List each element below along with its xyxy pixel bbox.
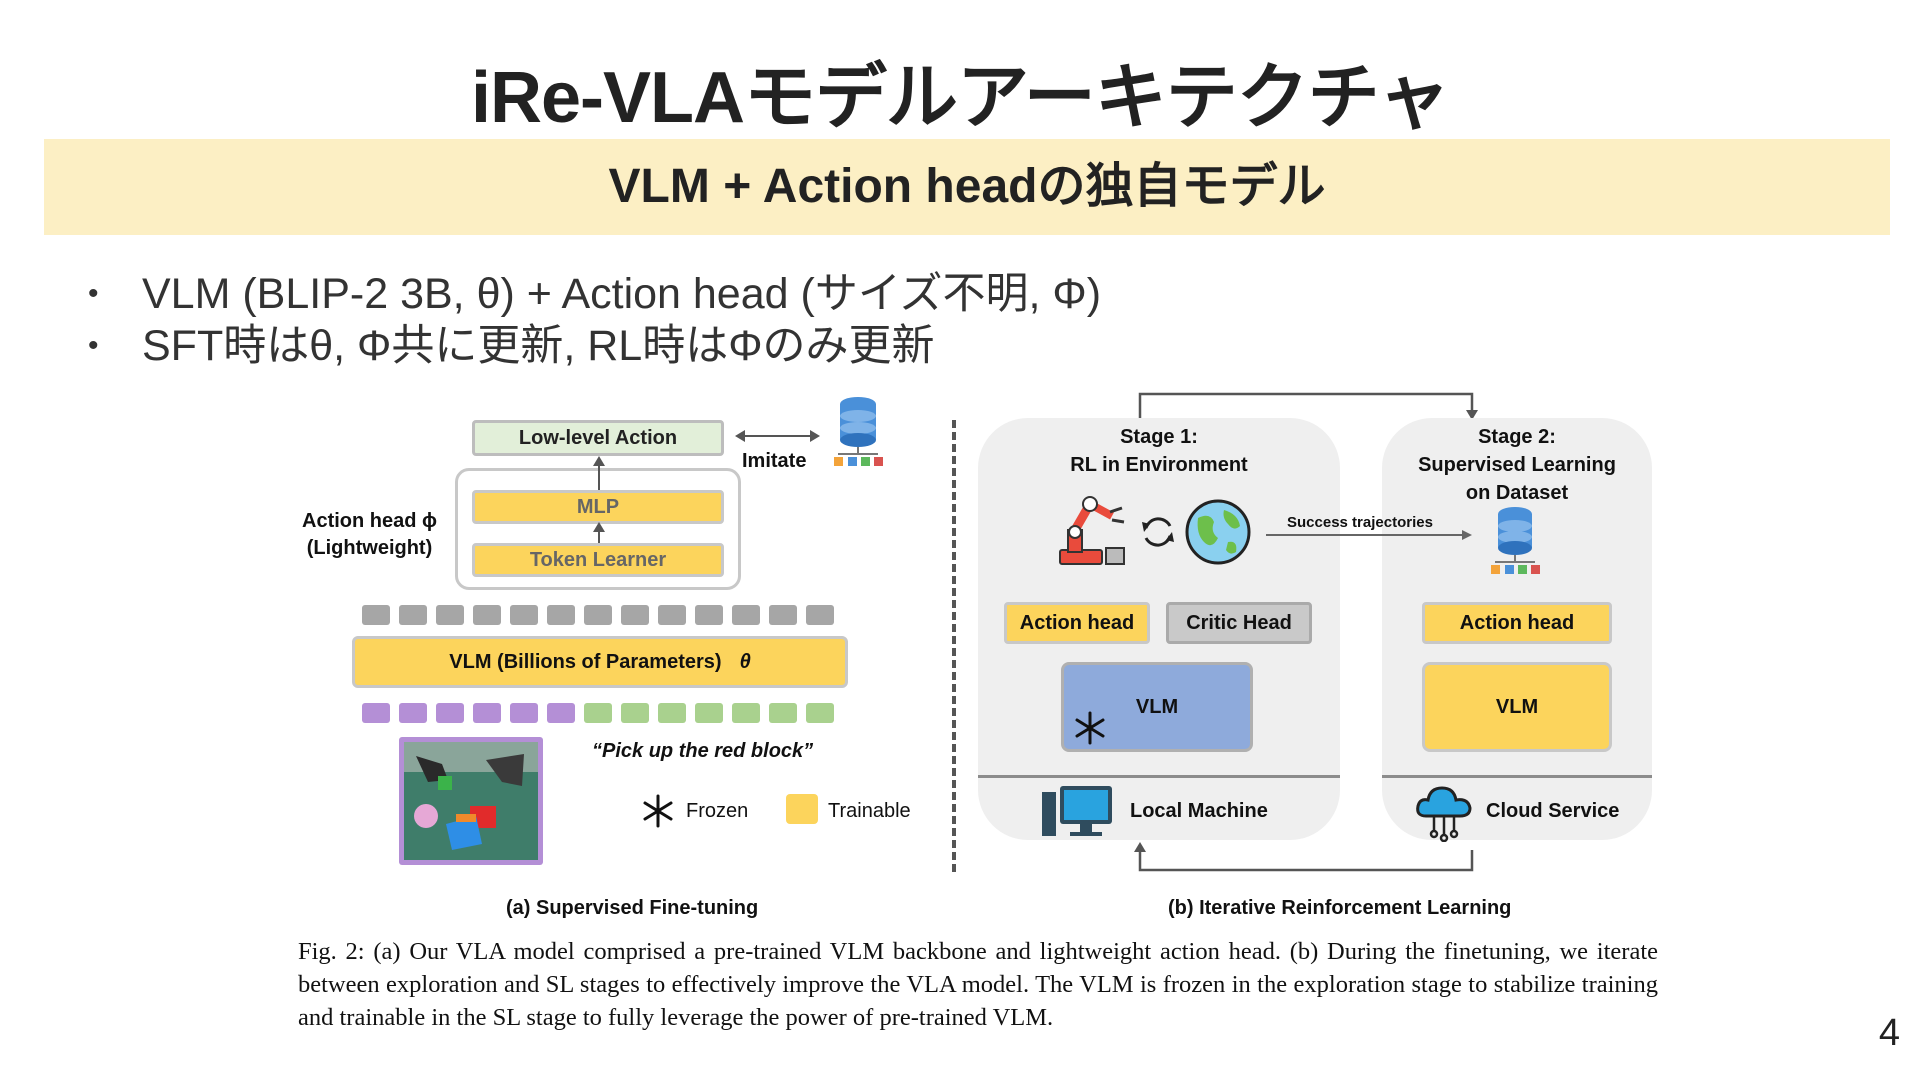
stage2-line3: on Dataset: [1465, 482, 1569, 504]
token: [399, 703, 427, 723]
token: [399, 605, 427, 625]
globe-icon: [1185, 499, 1251, 565]
token: [695, 605, 723, 625]
stage1-line1: Stage 1:: [1120, 426, 1198, 448]
stage1-line2: RL in Environment: [1070, 454, 1248, 476]
critic-head-label: Critic Head: [1186, 611, 1292, 634]
stage2-line2: Supervised Learning: [1418, 454, 1616, 476]
refresh-cycle-icon: [1142, 517, 1174, 547]
imitate-label: Imitate: [742, 450, 807, 472]
token: [658, 605, 686, 625]
computer-icon: [1042, 786, 1112, 836]
token-learner-label: Token Learner: [529, 548, 667, 571]
stage2-vlm-box: VLM: [1422, 662, 1612, 752]
bullet-list: • VLM (BLIP-2 3B, θ) + Action head (サイズ不明…: [88, 268, 1101, 372]
robot-arm-icon: [1059, 496, 1125, 565]
stage2-line1: Stage 2:: [1478, 426, 1556, 448]
token: [473, 605, 501, 625]
legend-trainable-label: Trainable: [828, 800, 911, 822]
token: [806, 703, 834, 723]
token: [769, 605, 797, 625]
action-head-name: Action head ϕ: [302, 510, 437, 532]
subcaption-b: (b) Iterative Reinforcement Learning: [1168, 897, 1512, 919]
slide-title: iRe-VLAモデルアーキテクチャ: [471, 58, 1450, 138]
stage1-action-head-label: Action head: [1019, 611, 1135, 634]
bullet-text: SFT時はθ, Φ共に更新, RL時はΦのみ更新: [142, 322, 935, 370]
cloud-icon: [1416, 786, 1472, 842]
mlp-label: MLP: [576, 495, 620, 518]
bullet-dot: •: [88, 329, 99, 362]
separator-line: [978, 775, 1340, 778]
stage1-vlm-box: VLM: [1061, 662, 1253, 752]
token: [732, 703, 760, 723]
token: [806, 605, 834, 625]
token: [362, 605, 390, 625]
token: [436, 605, 464, 625]
database-icon: [1491, 507, 1540, 574]
low-level-action-label: Low-level Action: [518, 426, 678, 449]
stage1-action-head-box: Action head: [1004, 602, 1150, 644]
imitate-arrow: [735, 430, 820, 442]
legend-frozen-label: Frozen: [686, 800, 749, 822]
vlm-theta: θ: [739, 650, 751, 673]
bullet-text: VLM (BLIP-2 3B, θ) + Action head (サイズ不明,…: [142, 270, 1102, 318]
token: [473, 703, 501, 723]
arrow-up: [593, 456, 605, 490]
token: [695, 703, 723, 723]
vlm-box: VLM (Billions of Parameters) θ: [352, 636, 848, 688]
token: [658, 703, 686, 723]
banner: VLM + Action headの独自モデル: [44, 139, 1890, 235]
robot-scene-image: [399, 737, 543, 865]
token: [621, 605, 649, 625]
low-level-action-box: Low-level Action: [472, 420, 724, 456]
figure-divider: [952, 420, 956, 872]
success-arrow: [1266, 530, 1472, 540]
figure-caption: Fig. 2: (a) Our VLA model comprised a pr…: [298, 938, 1658, 1031]
local-machine-label: Local Machine: [1130, 800, 1268, 822]
banner-text: VLM + Action headの独自モデル: [608, 160, 1326, 213]
bullet-dot: •: [88, 277, 99, 310]
mlp-box: MLP: [472, 490, 724, 524]
token: [732, 605, 760, 625]
token: [584, 605, 612, 625]
stage2-action-head-label: Action head: [1459, 611, 1575, 634]
token: [621, 703, 649, 723]
action-head-sub: (Lightweight): [306, 537, 433, 559]
snowflake-icon: [643, 794, 673, 828]
stage2-title: Stage 2: Supervised Learning on Dataset: [1382, 423, 1652, 507]
legend-trainable-swatch: [786, 794, 818, 824]
token: [584, 703, 612, 723]
success-trajectories-label: Success trajectories: [1287, 514, 1433, 531]
loop-arrows: [1134, 392, 1478, 872]
instruction-text: “Pick up the red block”: [592, 740, 814, 762]
token: [436, 703, 464, 723]
bullet-item: • SFT時はθ, Φ共に更新, RL時はΦのみ更新: [88, 320, 1101, 372]
token: [362, 703, 390, 723]
token: [547, 605, 575, 625]
stage2-vlm-label: VLM: [1495, 695, 1539, 718]
database-icon: [834, 397, 883, 466]
stage1-title: Stage 1: RL in Environment: [980, 423, 1338, 479]
token: [769, 703, 797, 723]
token-learner-box: Token Learner: [472, 543, 724, 577]
token: [510, 703, 538, 723]
stage1-vlm-label: VLM: [1135, 695, 1179, 718]
vlm-label: VLM (Billions of Parameters): [449, 650, 722, 673]
architecture-figure: Low-level Action Imitate MLP Token Learn…: [280, 380, 1680, 940]
separator-line: [1382, 775, 1652, 778]
critic-head-box: Critic Head: [1166, 602, 1312, 644]
cloud-service-label: Cloud Service: [1486, 800, 1620, 822]
snowflake-icon: [1075, 711, 1105, 745]
stage2-action-head-box: Action head: [1422, 602, 1612, 644]
page-number: 4: [1878, 1012, 1900, 1054]
bullet-item: • VLM (BLIP-2 3B, θ) + Action head (サイズ不明…: [88, 268, 1101, 320]
subcaption-a: (a) Supervised Fine-tuning: [506, 897, 759, 919]
token: [547, 703, 575, 723]
token: [510, 605, 538, 625]
action-head-label: Action head ϕ (Lightweight): [302, 508, 437, 562]
